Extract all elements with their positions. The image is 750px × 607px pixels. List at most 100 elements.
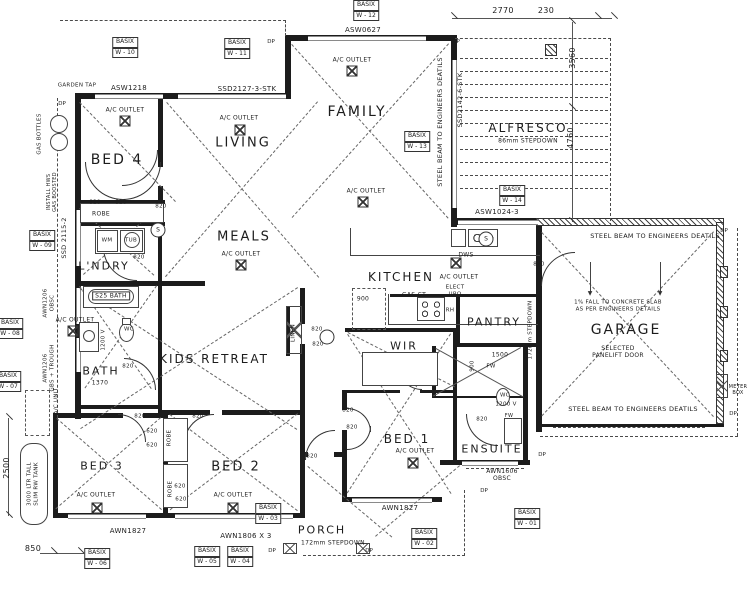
dishwasher	[451, 229, 466, 247]
ensuite-toilet	[496, 388, 510, 406]
wall-segment	[342, 390, 347, 410]
wall-segment	[300, 452, 305, 518]
window-code: ASW0627	[344, 25, 382, 34]
basix-code: W - 07	[0, 381, 21, 393]
wall-segment	[523, 343, 528, 465]
fall-arrow: ▼	[587, 290, 593, 297]
robe-label: ROBE	[92, 210, 110, 218]
meter-box	[716, 374, 728, 398]
wall-segment	[334, 452, 346, 457]
fridge-space	[352, 288, 386, 330]
wall-segment	[435, 396, 525, 398]
window-code: AWN1606 OBSC	[486, 467, 518, 482]
deck-board-line	[460, 136, 608, 137]
wall-segment	[77, 405, 161, 409]
fixture-label: DWS	[458, 251, 474, 259]
fixture-label: WC	[500, 392, 510, 399]
door-size-label: 620	[146, 428, 158, 435]
window	[178, 94, 286, 99]
robe-label: ROBE	[166, 429, 173, 447]
ensuite-vanity	[504, 418, 522, 444]
door-size-label: 620	[146, 442, 158, 449]
basix-title: BASIX	[112, 37, 138, 48]
window	[68, 514, 146, 519]
wall-segment	[345, 390, 400, 393]
window-code: AWN1206 GBS + TROUGH	[42, 344, 55, 392]
basix-title: BASIX	[0, 318, 23, 329]
linen-cupboard	[286, 306, 302, 354]
gas-bottle	[50, 133, 68, 151]
basix-title: BASIX	[227, 546, 253, 557]
bench-edge	[350, 255, 540, 256]
deck-board-line	[460, 97, 608, 98]
deck-board-line	[460, 71, 608, 72]
bench-edge	[388, 324, 538, 325]
window	[308, 36, 426, 41]
basix-code: W - 04	[227, 556, 253, 568]
room-label-kids-retreat: KIDS RETREAT	[159, 352, 269, 366]
door-size-label: 820	[476, 416, 488, 423]
ac-unit	[25, 390, 50, 436]
note: INSTALL HWS GAS BOOSTED	[46, 172, 58, 212]
ac-outlet-icon	[346, 65, 358, 77]
fixture-label: WC	[124, 326, 134, 333]
room-label-alfresco: ALFRESCO	[488, 121, 568, 135]
fall-arrow	[590, 262, 591, 292]
dimension-label: 4760	[566, 127, 576, 149]
basix-code: W - 13	[404, 141, 430, 153]
wall-segment	[163, 413, 168, 513]
note: 3000 LTR TALL SLIM RW TANK	[26, 462, 39, 506]
wall-segment	[75, 200, 165, 204]
room-label-kitchen: KITCHEN	[368, 270, 434, 284]
ac-outlet-label: A/C OUTLET	[439, 273, 479, 281]
door-size-label: 820	[89, 199, 101, 206]
basix-title: BASIX	[255, 503, 281, 514]
deck-board-line	[460, 110, 608, 111]
basix-title: BASIX	[353, 0, 379, 11]
ac-outlet-icon	[67, 325, 79, 337]
window	[76, 338, 81, 372]
window	[175, 514, 293, 519]
dimension-line	[572, 22, 573, 222]
wall-segment	[456, 294, 460, 345]
wall-segment	[158, 200, 162, 283]
ac-outlet-icon	[357, 196, 369, 208]
gas-bottle	[50, 115, 68, 133]
fixture-label: GAS CT	[401, 291, 427, 299]
door-size-label: 820	[346, 424, 358, 431]
wall-segment	[158, 186, 163, 202]
wall-segment	[536, 424, 724, 427]
downpipe-label: DP	[480, 488, 488, 494]
fixture-label: RH	[445, 307, 455, 314]
basix-code: W - 01	[514, 518, 540, 530]
room-label-family: FAMILY	[327, 104, 387, 120]
door-size-label: 820	[311, 326, 323, 333]
basix-code: W - 09	[29, 240, 55, 252]
eave-line	[540, 436, 738, 437]
basin	[83, 330, 95, 342]
wall-segment	[285, 35, 291, 97]
eave-line	[455, 38, 611, 39]
dimension-line	[40, 553, 88, 554]
wall-segment	[536, 218, 542, 432]
ac-outlet-icon	[91, 502, 103, 514]
ac-outlet-label: A/C OUTLET	[213, 491, 253, 499]
dimension-label: 1500	[491, 351, 509, 359]
room-label-garage: GARAGE	[590, 322, 662, 338]
dimension-label: 900	[469, 360, 476, 372]
window	[352, 498, 432, 503]
room-label-bed-4: BED 4	[90, 152, 144, 168]
symbol-circle	[319, 329, 335, 345]
cooktop	[417, 297, 445, 321]
wall-segment	[75, 222, 165, 226]
downpipe-label: DP	[720, 228, 728, 234]
symbol-circle: S	[150, 222, 166, 238]
window-code: AWN1806 X 3	[220, 531, 272, 540]
brick-wall-segment	[720, 350, 728, 362]
room-label-living: LIVING	[215, 135, 271, 151]
basix-code: W - 02	[411, 538, 437, 550]
door-size-label: 820	[155, 203, 167, 210]
